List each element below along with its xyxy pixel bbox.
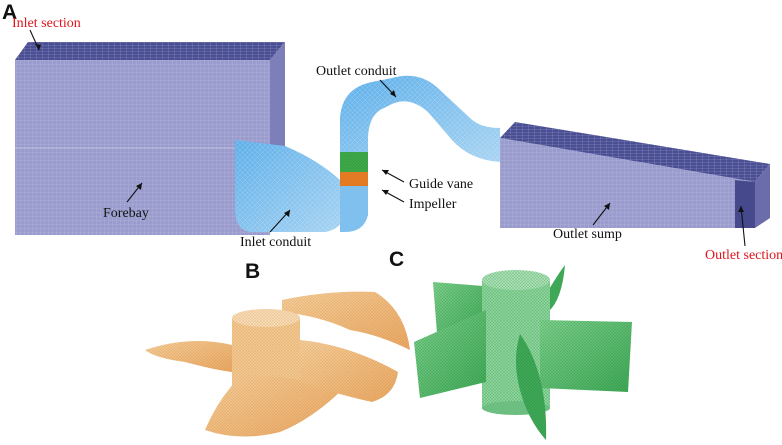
- impeller-label: Impeller: [409, 197, 457, 212]
- inlet-section-label: Inlet section: [12, 16, 81, 31]
- inlet-conduit-mesh: [235, 140, 346, 232]
- forebay-mesh: [15, 42, 285, 235]
- forebay-label: Forebay: [103, 206, 149, 221]
- guide-vane-label: Guide vane: [409, 177, 473, 192]
- pump-section: [340, 152, 368, 232]
- outlet-conduit-mesh: [340, 75, 500, 162]
- outlet-conduit-label: Outlet conduit: [316, 64, 397, 79]
- guide-vane-model: [414, 265, 632, 440]
- outlet-section-face: [735, 180, 755, 228]
- panel-a: A: [2, 1, 782, 263]
- panel-b-letter: B: [245, 260, 260, 283]
- outlet-sump-mesh: [500, 122, 770, 228]
- impeller-model: [145, 291, 410, 437]
- outlet-sump-label: Outlet sump: [553, 227, 622, 242]
- panel-b: B: [145, 260, 410, 437]
- outlet-section-arrow: [740, 205, 746, 247]
- panel-c: C: [389, 248, 632, 440]
- inlet-conduit-label: Inlet conduit: [240, 235, 311, 250]
- panel-c-letter: C: [389, 248, 404, 271]
- panel-a-letter: A: [2, 1, 17, 24]
- outlet-section-label: Outlet section: [705, 248, 782, 263]
